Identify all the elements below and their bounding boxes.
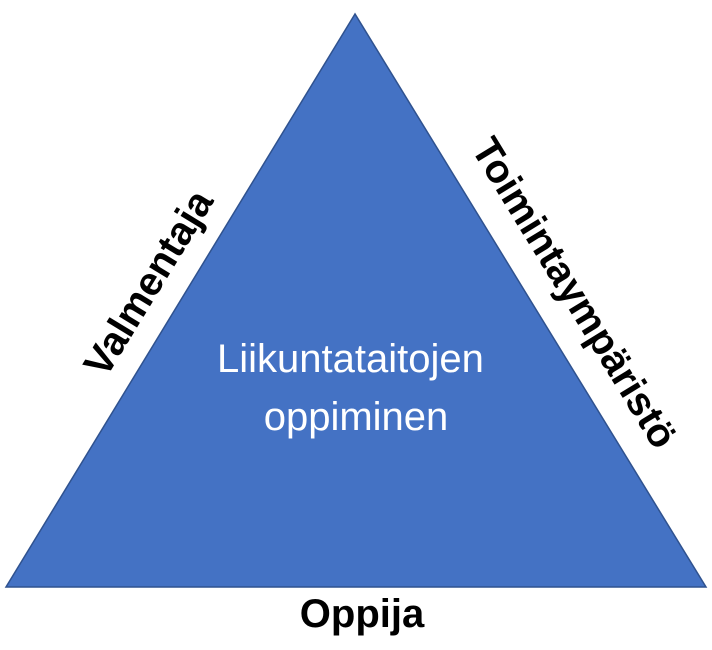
bottom-label: Oppija <box>300 592 425 636</box>
center-label: Liikuntataitojen oppiminen <box>217 337 495 439</box>
center-label-line1: Liikuntataitojen <box>217 337 484 381</box>
center-label-line2: oppiminen <box>264 395 449 439</box>
triangle-shape <box>4 12 708 588</box>
